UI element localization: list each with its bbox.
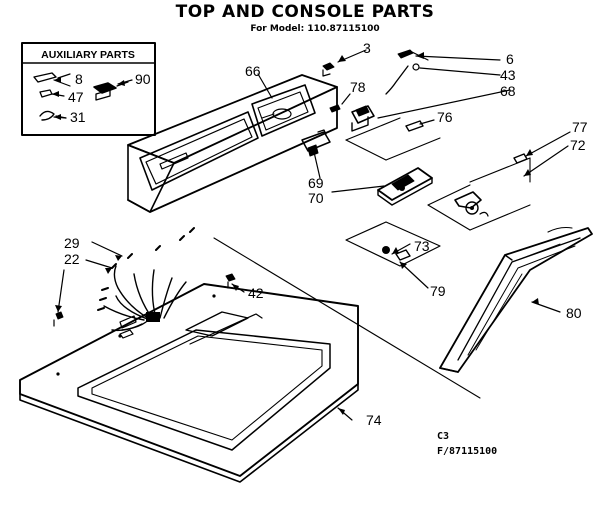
screw-part-icon: [39, 89, 53, 98]
part-label-43: 43: [500, 67, 516, 83]
light-socket: [345, 221, 441, 267]
top-panel: [19, 237, 481, 483]
leader-lines: [51, 49, 571, 421]
assembly-guides: [345, 117, 531, 231]
model-number: For Model: 110.87115100: [250, 24, 380, 34]
part-label-73: 73: [414, 238, 430, 254]
part-label-42: 42: [248, 285, 264, 301]
screw-part-42: [225, 273, 236, 282]
part-label-70: 70: [308, 190, 324, 206]
footer-code: C3: [437, 431, 450, 442]
thermostat-bracket: [454, 191, 489, 217]
console-bracket: [301, 129, 331, 157]
control-plate: [377, 167, 433, 206]
clip-part-icon: [33, 72, 57, 83]
part-label-68: 68: [500, 83, 516, 99]
part-label-66: 66: [245, 63, 261, 79]
connector-part-icon: [93, 82, 117, 94]
part-label-77: 77: [572, 119, 588, 135]
console-panel: [127, 74, 338, 213]
part-label-3: 3: [363, 40, 371, 56]
screw-part-22: [55, 311, 64, 320]
part-label-69: 69: [308, 175, 324, 191]
clip-part-76: [405, 120, 424, 132]
part-label-72: 72: [570, 137, 586, 153]
wiring-harness: [97, 227, 195, 332]
footer-drawing-number: F/87115100: [437, 446, 498, 457]
knob-part-3: [322, 62, 335, 71]
part-label-79: 79: [430, 283, 446, 299]
part-label-80: 80: [566, 305, 582, 321]
spring-part-icon: [39, 110, 55, 121]
part-label-47: 47: [68, 89, 84, 105]
leader-arrows: [52, 52, 539, 415]
auxiliary-parts-label: AUXILIARY PARTS: [41, 49, 135, 61]
part-label-29: 29: [64, 235, 80, 251]
part-label-74: 74: [366, 412, 382, 428]
part-label-6: 6: [506, 51, 514, 67]
door-panel: [439, 226, 593, 373]
auxiliary-parts-box: AUXILIARY PARTS: [21, 42, 156, 136]
part-label-78: 78: [350, 79, 366, 95]
part-label-76: 76: [437, 109, 453, 125]
part-label-8: 8: [75, 71, 83, 87]
part-label-31: 31: [70, 109, 86, 125]
diagram-title: TOP AND CONSOLE PARTS: [175, 2, 435, 22]
part-number-labels: 3 6 43 66 78 68 76 77 72 69 70 73 79 80 …: [64, 40, 588, 428]
part-label-90: 90: [135, 71, 151, 87]
part-label-22: 22: [64, 251, 80, 267]
switch-assembly: [329, 104, 375, 132]
